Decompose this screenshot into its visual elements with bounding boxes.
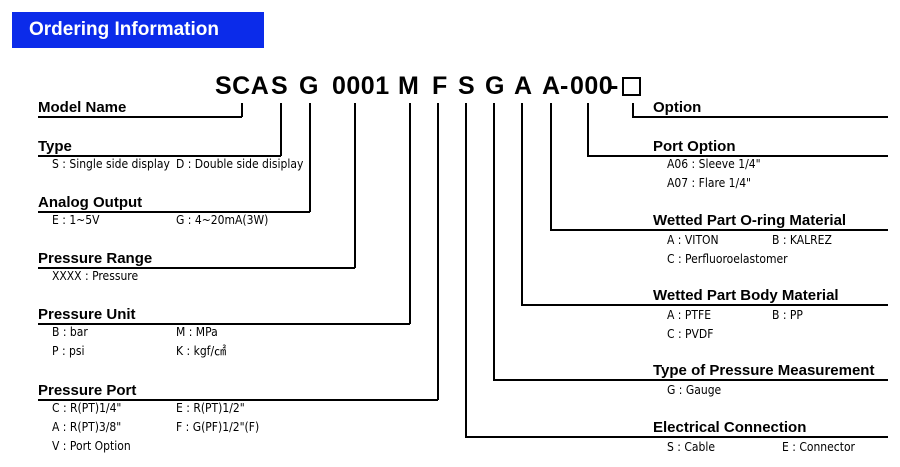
connector-line	[38, 116, 242, 118]
option-text: A07 : Flare 1/4"	[667, 176, 752, 190]
heading-oring-material: Wetted Part O-ring Material	[653, 212, 847, 229]
option-text: E : 1~5V	[52, 213, 100, 227]
heading-analog-output: Analog Output	[38, 194, 143, 211]
connector-line	[38, 267, 355, 269]
connector-line	[587, 103, 589, 156]
code-analog-output: G	[299, 72, 319, 100]
connector-line	[409, 103, 411, 324]
connector-line	[493, 103, 495, 380]
option-text: S : Cable	[667, 440, 716, 454]
option-text: C : PVDF	[667, 327, 714, 341]
heading-model-name: Model Name	[38, 99, 127, 116]
heading-pressure-port: Pressure Port	[38, 382, 137, 399]
code-type: S	[271, 72, 289, 100]
option-text: A06 : Sleeve 1/4"	[667, 157, 761, 171]
heading-body-material: Wetted Part Body Material	[653, 287, 839, 304]
option-text: A : R(PT)3/8"	[52, 420, 122, 434]
code-electrical-connection: S	[458, 72, 476, 100]
heading-pressure-unit: Pressure Unit	[38, 306, 136, 323]
connector-line	[550, 229, 888, 231]
code-pressure-unit: M	[398, 72, 420, 100]
connector-line	[38, 323, 410, 325]
connector-line	[241, 103, 243, 117]
connector-line	[521, 304, 888, 306]
connector-line	[521, 103, 523, 305]
option-text: G : 4~20mA(3W)	[176, 213, 269, 227]
option-text: E : Connector	[782, 440, 855, 454]
heading-type: Type	[38, 138, 72, 155]
connector-line	[280, 103, 282, 156]
connector-line	[354, 103, 356, 268]
connector-line	[38, 399, 438, 401]
connector-line	[632, 116, 888, 118]
code-body-material: A	[514, 72, 533, 100]
code-dash: -	[560, 72, 569, 100]
code-pressure-range: 0001	[332, 72, 390, 100]
code-measurement-type: G	[485, 72, 505, 100]
connector-line	[632, 103, 634, 117]
heading-option: Option	[653, 99, 702, 116]
heading-electrical-connection: Electrical Connection	[653, 419, 807, 436]
code-port-option: 000	[570, 72, 614, 100]
option-text: XXXX : Pressure	[52, 269, 139, 283]
code-option-box	[622, 77, 641, 96]
code-model-sca: SCA	[215, 72, 270, 100]
connector-line	[493, 379, 888, 381]
option-text: M : MPa	[176, 325, 218, 339]
heading-port-option: Port Option	[653, 138, 736, 155]
connector-line	[465, 436, 888, 438]
heading-measurement-type: Type of Pressure Measurement	[653, 362, 875, 379]
code-pressure-port: F	[432, 72, 448, 100]
option-text: K : kgf/㎠	[176, 344, 227, 358]
option-text: C : R(PT)1/4"	[52, 401, 122, 415]
option-text: S : Single side display	[52, 157, 170, 171]
option-text: E : R(PT)1/2"	[176, 401, 245, 415]
option-text: B : bar	[52, 325, 88, 339]
option-text: A : PTFE	[667, 308, 712, 322]
connector-line	[437, 103, 439, 400]
connector-line	[38, 155, 281, 157]
connector-line	[309, 103, 311, 212]
option-text: F : G(PF)1/2"(F)	[176, 420, 260, 434]
option-text: V : Port Option	[52, 439, 131, 453]
section-title-banner: Ordering Information	[12, 12, 264, 48]
connector-line	[587, 155, 888, 157]
option-text: C : Perfluoroelastomer	[667, 252, 788, 266]
option-text: D : Double side disiplay	[176, 157, 304, 171]
connector-line	[550, 103, 552, 230]
connector-line	[465, 103, 467, 437]
code-dash: -	[610, 72, 619, 100]
code-oring-material: A	[542, 72, 561, 100]
option-text: B : PP	[772, 308, 803, 322]
option-text: G : Gauge	[667, 383, 722, 397]
option-text: A : VITON	[667, 233, 719, 247]
heading-pressure-range: Pressure Range	[38, 250, 153, 267]
option-text: P : psi	[52, 344, 85, 358]
connector-line	[38, 211, 310, 213]
option-text: B : KALREZ	[772, 233, 832, 247]
